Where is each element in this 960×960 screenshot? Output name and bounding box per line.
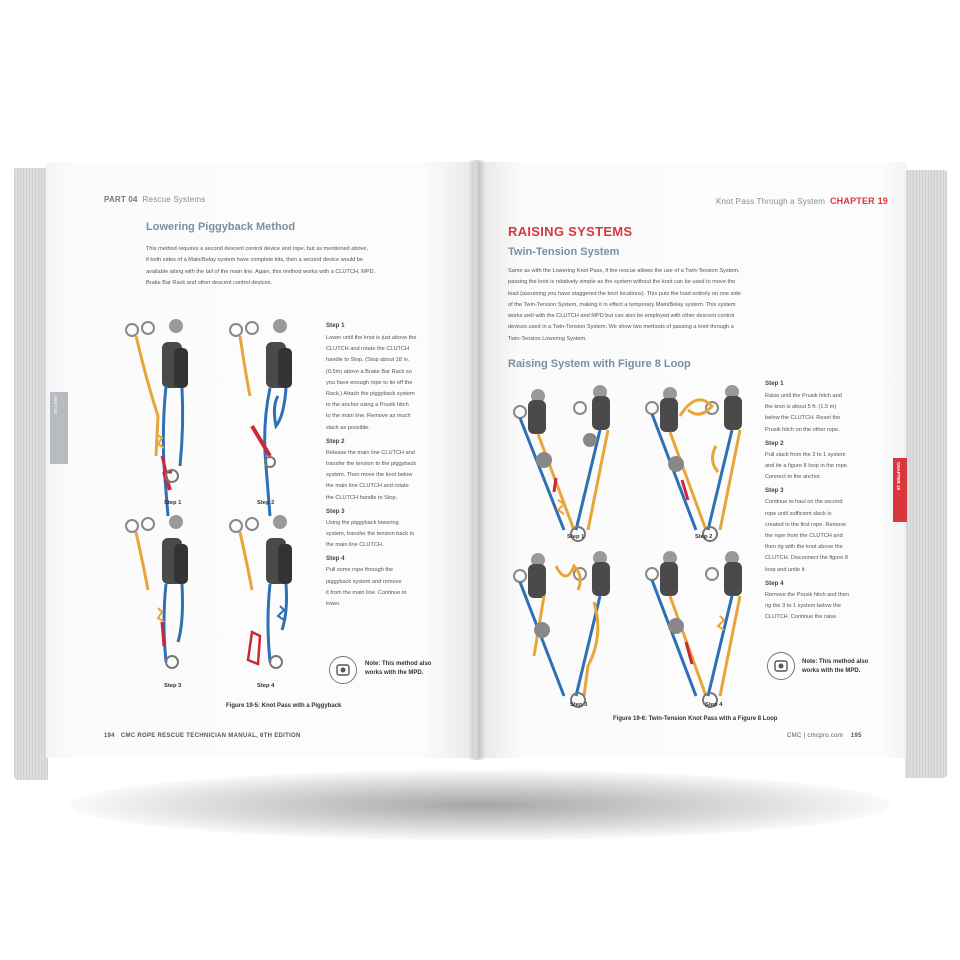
left-intro: This method requires a second descent co… (146, 246, 376, 286)
left-figure-diagrams (125, 319, 292, 669)
right-fig-label-4: Step 4 (705, 702, 723, 708)
left-diagram-step-3 (125, 515, 188, 669)
left-page-number: 194 (104, 733, 115, 739)
left-footer: 194 CMC ROPE RESCUE TECHNICIAN MANUAL, 6… (104, 733, 301, 739)
right-fig-label-1: Step 1 (567, 534, 585, 540)
left-diagram-step-1 (125, 319, 188, 517)
right-diagram-step-1 (513, 385, 610, 542)
running-chapter: CHAPTER 19 (829, 196, 888, 206)
book-shadow (70, 770, 890, 840)
right-heading: RAISING SYSTEMS (508, 224, 633, 239)
left-diagram-step-2 (229, 319, 292, 517)
book-gutter (468, 160, 486, 760)
right-figure-diagrams (513, 385, 742, 708)
left-fig-label-3: Step 3 (164, 683, 182, 689)
right-side-tab: CHAPTER 19 (893, 458, 907, 522)
left-page (46, 162, 474, 758)
left-running-header: PART 04 Rescue Systems (104, 195, 205, 204)
note-icon (329, 656, 357, 684)
right-page-number: 195 (850, 733, 862, 739)
right-diagram-step-3 (513, 551, 610, 708)
right-diagram-step-2 (645, 385, 742, 542)
note-icon-right (767, 652, 795, 680)
right-figure-caption: Figure 19-6: Twin-Tension Knot Pass with… (613, 716, 778, 722)
right-figure-heading: Raising System with Figure 8 Loop (508, 358, 691, 370)
left-section-title: Lowering Piggyback Method (146, 221, 296, 233)
running-title-right: Knot Pass Through a System (716, 197, 826, 206)
right-footer-site: CMC | cmcpro.com (787, 733, 844, 739)
left-diagram-step-4 (229, 515, 292, 669)
left-fig-label-2: Step 2 (257, 500, 275, 506)
left-fig-label-4: Step 4 (257, 683, 275, 689)
right-footer: CMC | cmcpro.com 195 (787, 733, 862, 739)
left-figure-caption: Figure 19-5: Knot Pass with a Piggyback (226, 703, 342, 709)
right-diagram-step-4 (645, 551, 742, 708)
left-footer-title: CMC ROPE RESCUE TECHNICIAN MANUAL, 6TH E… (120, 733, 301, 739)
left-side-tab: PART 04 (50, 392, 68, 464)
right-fig-label-2: Step 2 (695, 534, 713, 540)
right-intro: Same as with the Lowering Knot Pass, if … (508, 268, 741, 342)
right-running-header: Knot Pass Through a System CHAPTER 19 (716, 196, 888, 206)
running-title: Rescue Systems (142, 195, 206, 204)
left-steps: Step 1 Lower until the knot is just abov… (326, 322, 417, 608)
left-fig-label-1: Step 1 (164, 500, 182, 506)
right-subheading: Twin-Tension System (508, 246, 620, 258)
page-edges-right (905, 170, 947, 778)
right-fig-label-3: Step 3 (570, 702, 588, 708)
running-part: PART 04 (104, 195, 138, 204)
page-edges-left (14, 168, 48, 780)
